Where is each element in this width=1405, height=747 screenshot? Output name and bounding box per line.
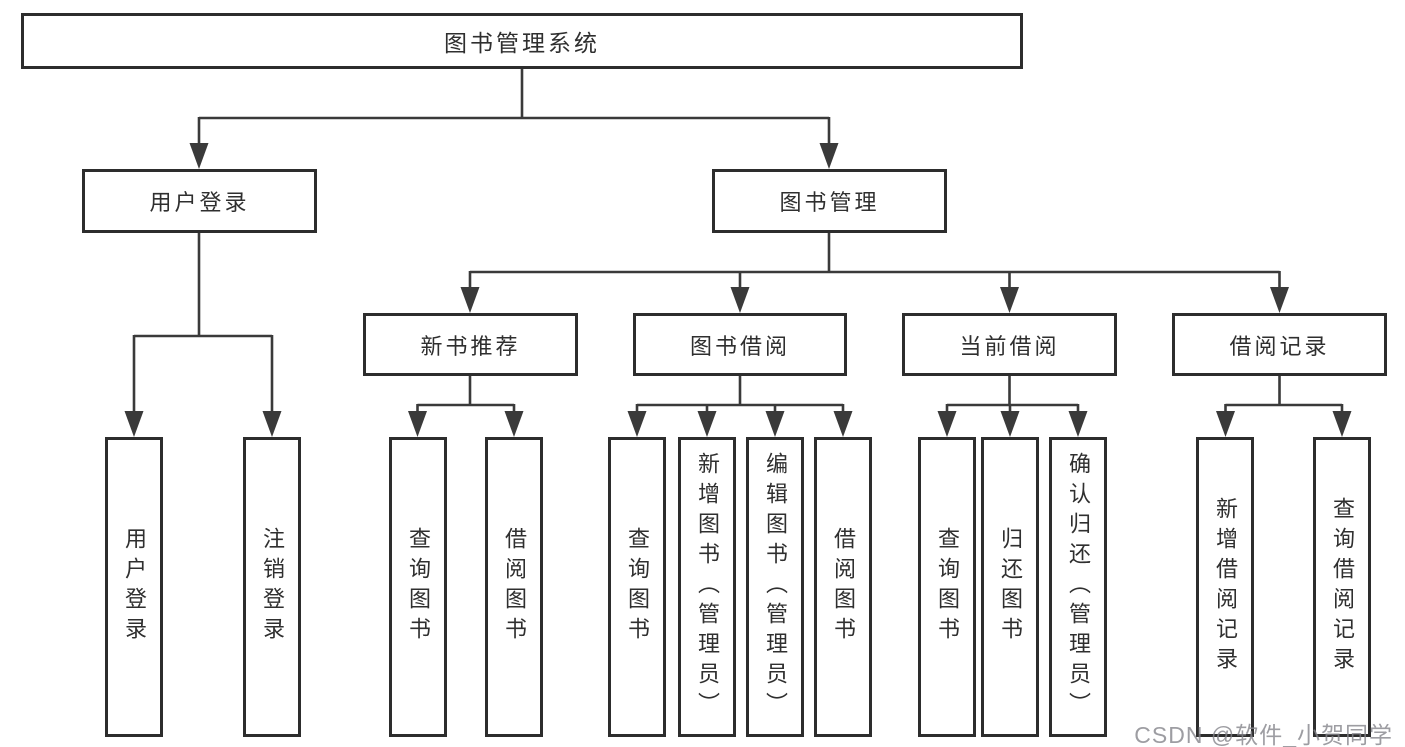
node-borrowing-records: 借阅记录 (1172, 313, 1387, 376)
leaf-label: 查询图书 (625, 527, 650, 647)
leaf-user-login: 用户登录 (105, 437, 163, 737)
node-book-borrowing: 图书借阅 (633, 313, 847, 376)
node-label: 当前借阅 (959, 333, 1060, 359)
leaf-label: 查询借阅记录 (1330, 497, 1355, 677)
leaf-label: 归还图书 (998, 527, 1023, 647)
node-book-management: 图书管理 (712, 169, 947, 233)
leaf-label: 注销登录 (260, 527, 285, 647)
node-current-borrowing: 当前借阅 (902, 313, 1117, 376)
node-label: 图书借阅 (689, 333, 790, 359)
csdn-watermark: CSDN @软件_小贺同学 (1134, 722, 1393, 747)
leaf-label: 确认归还（管理员） (1066, 452, 1091, 722)
leaf-label: 新增借阅记录 (1213, 497, 1238, 677)
node-new-book-recommend: 新书推荐 (363, 313, 578, 376)
node-library-system: 图书管理系统 (21, 13, 1023, 69)
leaf-add-books-admin: 新增图书（管理员） (678, 437, 736, 737)
node-user-login: 用户登录 (82, 169, 317, 233)
leaf-confirm-return-admin: 确认归还（管理员） (1049, 437, 1107, 737)
leaf-label: 借阅图书 (502, 527, 527, 647)
leaf-borrow-books: 借阅图书 (814, 437, 872, 737)
node-label: 新书推荐 (420, 333, 521, 359)
node-label: 图书管理系统 (444, 30, 600, 56)
leaf-label: 编辑图书（管理员） (763, 452, 788, 722)
leaf-label: 借阅图书 (831, 527, 856, 647)
leaf-borrow-books-recommend: 借阅图书 (485, 437, 543, 737)
leaf-query-books-current: 查询图书 (918, 437, 976, 737)
node-label: 图书管理 (779, 190, 880, 215)
leaf-logout: 注销登录 (243, 437, 301, 737)
leaf-label: 查询图书 (935, 527, 960, 647)
node-label: 借阅记录 (1229, 333, 1330, 359)
leaf-query-books-borrow: 查询图书 (608, 437, 666, 737)
leaf-return-books: 归还图书 (981, 437, 1039, 737)
leaf-query-borrow-record: 查询借阅记录 (1313, 437, 1371, 737)
node-label: 用户登录 (149, 190, 250, 215)
leaf-label: 用户登录 (122, 527, 147, 647)
leaf-label: 查询图书 (406, 527, 431, 647)
leaf-query-books-recommend: 查询图书 (389, 437, 447, 737)
leaf-label: 新增图书（管理员） (695, 452, 720, 722)
leaf-add-borrow-record: 新增借阅记录 (1196, 437, 1254, 737)
leaf-edit-books-admin: 编辑图书（管理员） (746, 437, 804, 737)
